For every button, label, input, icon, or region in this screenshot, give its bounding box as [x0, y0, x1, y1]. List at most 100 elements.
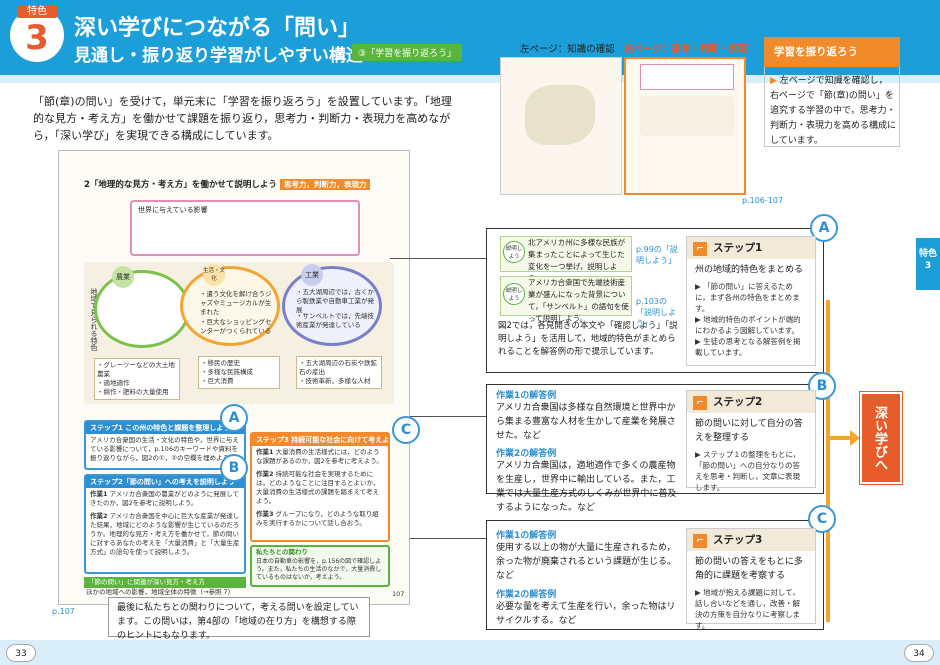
spread-step1: ステップ1 この州の特色と課題を整理しよう アメリカ合衆国の生活・文化の特色や，… — [84, 420, 246, 470]
lower-note: ・巨大消費 — [201, 377, 234, 385]
agriculture-label: 農業 — [112, 266, 134, 288]
left-page-caption: 左ページ：知識の確認 — [520, 44, 615, 55]
thumb-diagram — [640, 96, 734, 136]
q2-badge: 説明しよう — [503, 283, 525, 305]
q1-ref: p.99の「説明しよう」 — [636, 245, 678, 265]
lower-mid-notes: ・移民の歴史・多様な民族構成・巨大消費 — [198, 356, 280, 389]
industry-label: 工業 — [301, 264, 323, 286]
step3-body: 節の問いの答えをもとに多角的に課題を考察する — [695, 557, 803, 581]
review-body-text: 左ページで知識を確認し，右ページで「節(章)の問い」を追究する学習の中で，思考力… — [770, 76, 897, 146]
influence-box: 世界に与えている影響 — [130, 200, 360, 256]
flow-arrow-line — [830, 436, 852, 440]
circle-a-left: A — [220, 404, 248, 432]
culture-note-1: ・遣う文化を解け合うジャズやミュージカルが生まれた — [200, 290, 272, 316]
spread-step3-item: 作業3 グループになり，どのような取り組みを実行するかについて話し合おう。 — [252, 508, 388, 530]
relation-box: 私たちとの関わり 日本の自動車の影響を，p.156の図で確認しよう。また，私たち… — [250, 545, 390, 587]
spread-step3-head: ステップ3 持続可能な社会に向けて考えよう — [252, 434, 396, 446]
page-ref-106-107: p.106-107 — [742, 196, 784, 205]
lower-right-notes: ・五大湖周辺の石炭や鉄鉱石の産出・技術革新，多様な人材 — [296, 356, 382, 389]
lower-note: ・五大湖周辺の石炭や鉄鉱石の産出 — [299, 359, 377, 376]
right-page-caption: 右ページ：思考・判断・表現 — [624, 44, 748, 55]
industry-note-1: ・五大湖周辺では，古くから製鉄業や自動車工業が発展 — [296, 288, 374, 314]
step3-note: ▶ 地域が抱える課題に対して，話し合いなどを通し，改善・解決の方策を自分なりに考… — [695, 588, 800, 630]
step3-card: ⌐ ステップ3 節の問いの答えをもとに多角的に課題を考察する ▶ 地域が抱える課題… — [686, 528, 816, 630]
step3-title: ⌐ ステップ3 — [687, 529, 815, 551]
step1-note: ▶ 「節の問い」に答えるために，まず各州の特色をまとめます。 — [695, 282, 800, 313]
review-body: ▶ 左ページで知識を確認し，右ページで「節(章)の問い」を追究する学習の中で，思… — [770, 74, 896, 149]
step3-title-text: ステップ3 — [713, 534, 763, 546]
side-tab-num: 3 — [924, 261, 932, 271]
spread-bottom-bar2: ほかの地域への影響，地域全体の特徴（→参照 7） — [86, 588, 235, 596]
item-label: 作業2 — [90, 512, 108, 520]
spread-bar: 2「地理的な見方・考え方」を働かせて説明しよう思考力，判断力，表現力 — [84, 178, 384, 192]
relation-note: 最後に私たちとの関わりについて，考える問いを設定しています。この問いは，第4部の… — [108, 597, 370, 641]
step1-card: ⌐ステップ1 州の地域的特色をまとめる ▶ 「節の問い」に答えるために，まず各州… — [686, 236, 816, 366]
spread-step1-head: ステップ1 この州の特色と課題を整理しよう — [86, 422, 244, 434]
page-number-left: 33 — [6, 644, 36, 662]
spread-step1-text: アメリカ合衆国の生活・文化の特色や，世界に与えている影響について，p.106のキ… — [90, 436, 239, 462]
arrow-icon: ▶ — [770, 76, 777, 86]
feature-number: 3 — [25, 18, 49, 58]
ex2-text: 必要な量を考えて生産を行い，余った物はリサイクルする。など — [496, 602, 676, 626]
header-underline — [0, 75, 940, 83]
footer-bar — [0, 640, 940, 665]
spread-step3-item: 作業1 大量消費の生活様式には，どのような課題があるのか，図2を参考に考えよう。 — [252, 446, 388, 468]
step-note-text: 生徒の思考となる解答例を掲載しています。 — [695, 337, 801, 357]
spread-step3-item: 作業2 持続可能な社会を実現するためには，どのようなことに注目するとよいか，大量… — [252, 468, 388, 508]
connector-line — [390, 258, 486, 259]
step1-title-text: ステップ1 — [713, 242, 763, 254]
stairs-icon: ⌐ — [693, 534, 707, 548]
spread-bar-title: 2「地理的な見方・考え方」を働かせて説明しよう — [84, 180, 277, 190]
lower-note: ・綿作・肥料の大量使用 — [97, 388, 169, 396]
industry-ellipse — [282, 266, 382, 346]
side-tab-label: 特色 — [918, 249, 937, 259]
item-label: 作業2 — [256, 470, 274, 478]
item-text: 持続可能な社会を実現するためには，どのようなことに注目するとよいか，大量消費の生… — [256, 470, 380, 505]
page-ref-107: p.107 — [52, 607, 75, 616]
page-subtitle: 見通し・振り返り学習がしやすい構造 — [74, 46, 363, 66]
lower-note: ・グレーツーなどの大土地農業 — [97, 361, 175, 378]
circle-b-left: B — [220, 454, 248, 482]
step-note-text: 「節の問い」に答えるために，まず各州の特色をまとめます。 — [695, 282, 800, 313]
spread-page-num: 107 — [392, 590, 405, 598]
item-text: アメリカ合衆国を中心に巨大な産業が発達した結果，地域にどのような影響が生じている… — [90, 512, 240, 556]
item-label: 作業1 — [256, 448, 274, 456]
ex1-label: 作業1の解答例 — [496, 531, 557, 541]
industry-note-2: ・サンベルトでは，先端技術産業が発達している — [296, 312, 374, 329]
flow-line — [826, 300, 830, 622]
ex1-text: アメリカ合衆国は多様な自然環境と世界中から集まる豊富な人材を生かして産業を発展さ… — [496, 403, 676, 441]
step1-note: ▶ 地域的特色のポイントが端的にわかるよう図解しています。 — [695, 315, 801, 335]
connector-line — [410, 538, 486, 539]
agriculture-ellipse — [94, 270, 190, 348]
culture-note-2: ・巨大なショッピングセンターがつくられている — [200, 318, 272, 335]
item-text: グループになり，どのような取り組みを実行するかについて話し合おう。 — [256, 510, 379, 527]
circle-c-left: C — [392, 416, 420, 444]
stairs-icon: ⌐ — [693, 396, 707, 410]
row-b-examples: 作業1の解答例 アメリカ合衆国は多様な自然環境と世界中から集まる豊富な人材を生か… — [496, 388, 680, 515]
spread-step2-item: 作業1 アメリカ合衆国の農業がどのように発展してきたのか，図2を参考に説明しよう… — [86, 488, 244, 510]
item-text: 大量消費の生活様式には，どのような課題があるのか，図2を参考に考えよう。 — [256, 448, 383, 465]
step-note-text: 地域が抱える課題に対して，話し合いなどを通し，改善・解決の方策を自分なりに考察し… — [695, 588, 800, 630]
row-a-summary: 図2では，各見開きの本文や「確認しよう」「説明しよう」を活用して，地域的特色がま… — [498, 321, 678, 357]
connector-line — [410, 416, 486, 417]
influence-box-label: 世界に与えている影響 — [138, 206, 208, 214]
item-text: アメリカ合衆国の農業がどのように発展してきたのか，図2を参考に説明しよう。 — [90, 490, 240, 507]
step1-title: ⌐ステップ1 — [687, 237, 815, 259]
step2-title: ⌐ステップ2 — [687, 391, 815, 413]
step2-note: ▶ ステップ１の整理をもとに，「節の問い」への自分なりの答えを思考・判断し，文章… — [695, 450, 801, 492]
culture-ellipse — [180, 266, 280, 346]
row-c-examples: 作業1の解答例 使用する以上の物が大量に生産されるため，余った物が廃棄されるとい… — [496, 528, 680, 628]
review-title: 学習を振り返ろう — [764, 37, 900, 67]
deep-learning-label: 深い学びへ — [860, 392, 902, 484]
lower-note: ・移民の歴史 — [201, 359, 240, 367]
thumb-pink-box — [640, 64, 734, 90]
lower-note: ・適地適作 — [97, 379, 130, 387]
ex2-label: 作業2の解答例 — [496, 590, 557, 600]
step-note-text: 地域的特色のポイントが端的にわかるよう図解しています。 — [695, 315, 801, 335]
step1-note: ▶ 生徒の思考となる解答例を掲載しています。 — [695, 337, 801, 357]
page-title: 深い学びにつながる「問い」 — [74, 16, 361, 41]
map-thumb — [525, 85, 595, 145]
flow-arrow-head — [850, 430, 860, 446]
step1-body: 州の地域的特色をまとめる — [695, 265, 804, 275]
relation-head: 私たちとの関わり — [256, 548, 308, 556]
